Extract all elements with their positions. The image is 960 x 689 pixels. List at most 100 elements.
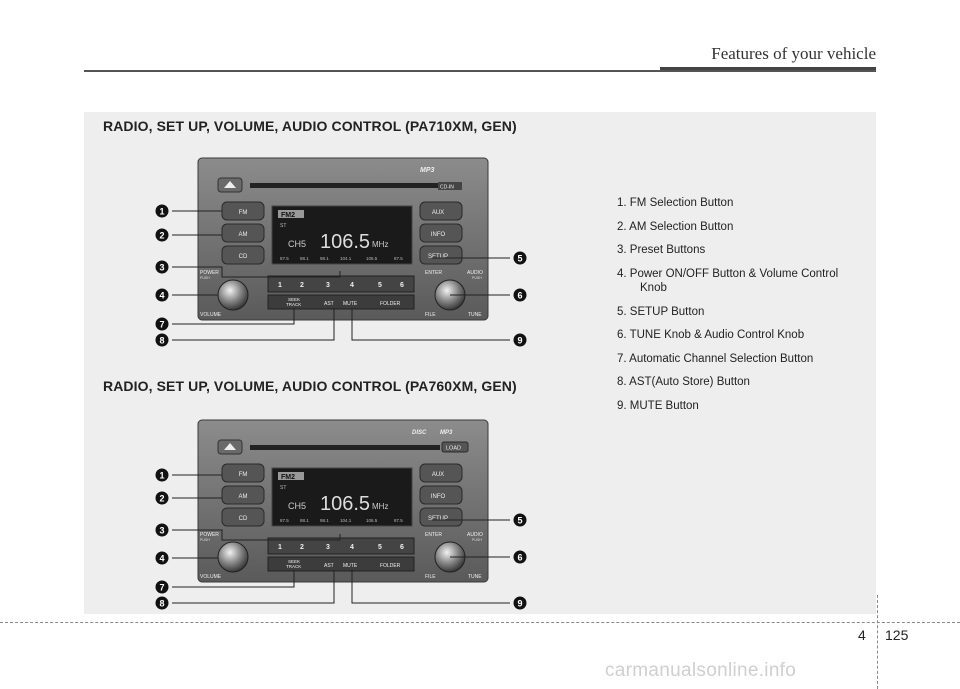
svg-text:FILE: FILE	[425, 312, 436, 318]
legend-item: 1. FM Selection Button	[617, 197, 734, 209]
section-title-1: RADIO, SET UP, VOLUME, AUDIO CONTROL (PA…	[103, 118, 517, 134]
footer-rule	[0, 622, 960, 623]
svg-text:4: 4	[350, 544, 354, 551]
callout-6: 6	[517, 291, 522, 301]
callout-2: 2	[159, 494, 164, 504]
legend-item: 2. AM Selection Button	[617, 220, 734, 233]
svg-text:ST: ST	[280, 485, 286, 491]
load-button	[441, 441, 469, 453]
svg-text:2: 2	[300, 544, 304, 551]
callout-marker	[155, 468, 169, 482]
callout-7: 7	[159, 320, 164, 330]
mp3-logo: MP3	[440, 430, 453, 436]
fm-button	[221, 463, 265, 483]
svg-text:87.5: 87.5	[280, 256, 289, 261]
svg-text:104.1: 104.1	[340, 256, 352, 261]
svg-text:TRACK: TRACK	[286, 302, 301, 307]
svg-text:AST: AST	[324, 301, 334, 307]
svg-text:POWER: POWER	[200, 532, 219, 538]
svg-text:PUSH: PUSH	[472, 276, 482, 280]
legend-item-continued: Knob	[640, 282, 667, 294]
callout-7: 7	[159, 583, 164, 593]
svg-text:ENTER: ENTER	[425, 532, 442, 538]
callout-marker	[155, 333, 169, 347]
radio-diagram-2: DISC MP3 LOAD FM AM CD AUX INFO SETUP FM…	[197, 419, 489, 583]
svg-text:3: 3	[326, 544, 330, 551]
svg-text:FM2: FM2	[281, 474, 295, 481]
svg-text:ST: ST	[280, 223, 286, 229]
svg-text:TUNE: TUNE	[468, 574, 482, 580]
eject-icon	[224, 181, 236, 188]
cd-in-label: CD-IN	[440, 185, 454, 191]
legend-item: 5. SETUP Button	[617, 305, 705, 318]
volume-knob	[217, 541, 249, 573]
am-button	[221, 223, 265, 243]
svg-text:87.5: 87.5	[394, 518, 403, 523]
callout-marker	[155, 228, 169, 242]
svg-text:ENTER: ENTER	[425, 270, 442, 276]
svg-text:CH5: CH5	[288, 501, 306, 511]
aux-button	[419, 201, 463, 221]
setup-button	[419, 245, 463, 265]
callout-4: 4	[159, 554, 164, 564]
callout-marker	[513, 513, 527, 527]
svg-text:TUNE: TUNE	[468, 312, 482, 318]
svg-text:MHz: MHz	[372, 240, 388, 249]
footer-divider	[877, 595, 878, 689]
display-band-badge	[278, 472, 304, 480]
callout-marker	[513, 550, 527, 564]
svg-text:2: 2	[300, 282, 304, 289]
aux-button	[419, 463, 463, 483]
am-button	[221, 485, 265, 505]
svg-text:INFO: INFO	[431, 232, 446, 238]
svg-text:3: 3	[326, 282, 330, 289]
svg-text:5: 5	[378, 544, 382, 551]
svg-text:6: 6	[400, 544, 404, 551]
svg-text:104.1: 104.1	[340, 518, 352, 523]
svg-text:98.1: 98.1	[320, 518, 329, 523]
svg-text:SEEK: SEEK	[288, 559, 300, 564]
svg-text:FOLDER: FOLDER	[380, 563, 401, 569]
callout-5: 5	[517, 254, 522, 264]
callout-marker	[155, 288, 169, 302]
svg-text:6: 6	[400, 282, 404, 289]
chapter-number: 4	[858, 627, 866, 643]
svg-text:5: 5	[378, 282, 382, 289]
radio-diagram-1: MP3 CD-IN FM AM CD AUX INFO SETUP FM2 ST…	[197, 157, 489, 321]
svg-text:AUX: AUX	[432, 472, 444, 478]
header-rule	[84, 70, 876, 72]
svg-text:AST: AST	[324, 563, 334, 569]
callout-marker	[513, 596, 527, 610]
cd-slot	[250, 183, 460, 188]
svg-text:VOLUME: VOLUME	[200, 312, 222, 318]
svg-text:87.5: 87.5	[394, 256, 403, 261]
svg-text:CD: CD	[239, 254, 248, 260]
svg-text:AM: AM	[239, 232, 248, 238]
svg-text:FILE: FILE	[425, 574, 436, 580]
left-buttons: FM AM CD	[221, 463, 265, 527]
watermark: carmanualsonline.info	[605, 660, 797, 681]
legend-item: 9. MUTE Button	[617, 399, 699, 412]
legend-item: 4. Power ON/OFF Button & Volume Control	[617, 267, 839, 280]
right-buttons: AUX INFO SETUP	[419, 201, 463, 265]
callout-2: 2	[159, 231, 164, 241]
svg-text:CH5: CH5	[288, 239, 306, 249]
callout-marker	[155, 551, 169, 565]
callout-6: 6	[517, 553, 522, 563]
info-button	[419, 223, 463, 243]
svg-text:VOLUME: VOLUME	[200, 574, 222, 580]
bottom-bar	[267, 294, 415, 310]
svg-text:98.1: 98.1	[320, 256, 329, 261]
svg-text:AM: AM	[239, 494, 248, 500]
svg-text:INFO: INFO	[431, 494, 446, 500]
svg-text:CD: CD	[239, 516, 248, 522]
svg-text:SEEK: SEEK	[288, 297, 300, 302]
cd-button	[221, 507, 265, 527]
callout-3: 3	[159, 263, 164, 273]
callout-8: 8	[159, 599, 164, 609]
legend-item: 6. TUNE Knob & Audio Control Knob	[617, 329, 805, 341]
preset-bar	[267, 275, 415, 293]
svg-text:106.5: 106.5	[366, 256, 378, 261]
mp3-logo: MP3	[420, 167, 435, 174]
